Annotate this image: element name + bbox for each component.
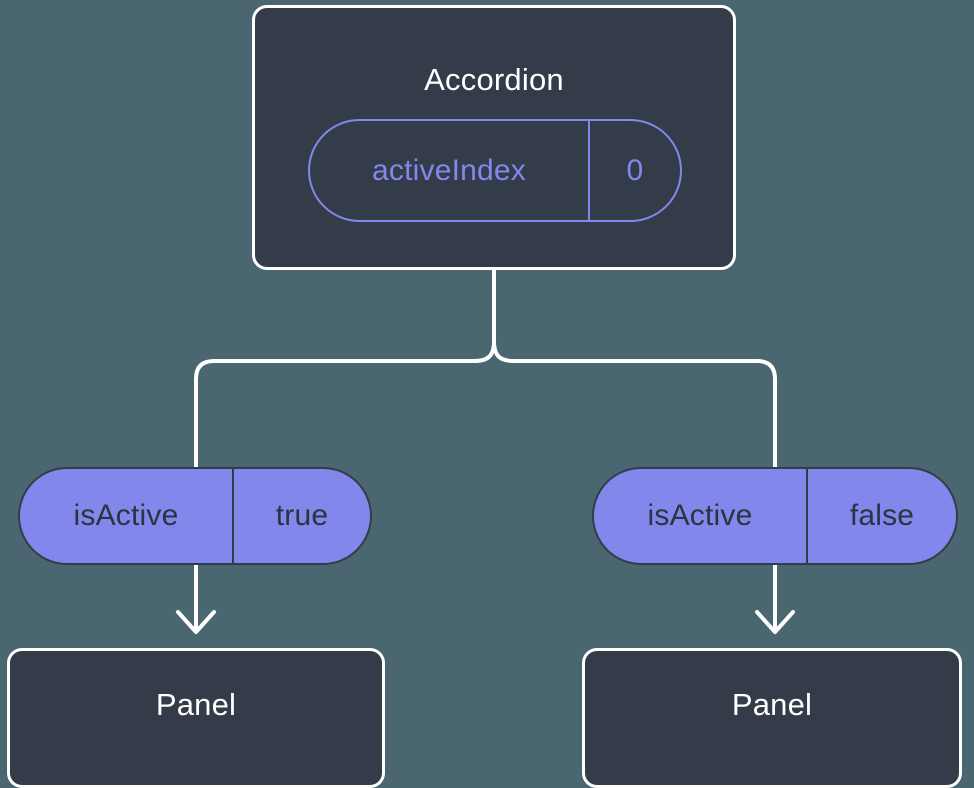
prop-pill-value: true	[232, 469, 370, 563]
prop-pill-key: isActive	[73, 499, 179, 532]
prop-pill-is-active-true[interactable]: isActive true	[18, 467, 372, 565]
diagram-canvas: Accordion activeIndex 0 isActive true is…	[7, 5, 962, 788]
panel-component-box-left[interactable]: Panel	[7, 648, 385, 788]
prop-pill-value: false	[806, 469, 956, 563]
accordion-component-box[interactable]: Accordion	[252, 5, 736, 270]
branch-line-right	[492, 339, 777, 469]
panel-title: Panel	[731, 687, 813, 722]
panel-title: Panel	[155, 687, 237, 722]
accordion-title: Accordion	[424, 62, 564, 97]
state-pill-value: 0	[588, 121, 680, 220]
arrow-head-left	[176, 610, 216, 634]
arrow-head-right	[755, 610, 795, 634]
state-pill-active-index[interactable]: activeIndex 0	[308, 119, 682, 222]
panel-component-box-right[interactable]: Panel	[582, 648, 962, 788]
branch-line-left	[194, 339, 496, 469]
prop-pill-key: isActive	[647, 499, 753, 532]
state-pill-key: activeIndex	[372, 153, 526, 187]
prop-pill-is-active-false[interactable]: isActive false	[592, 467, 958, 565]
